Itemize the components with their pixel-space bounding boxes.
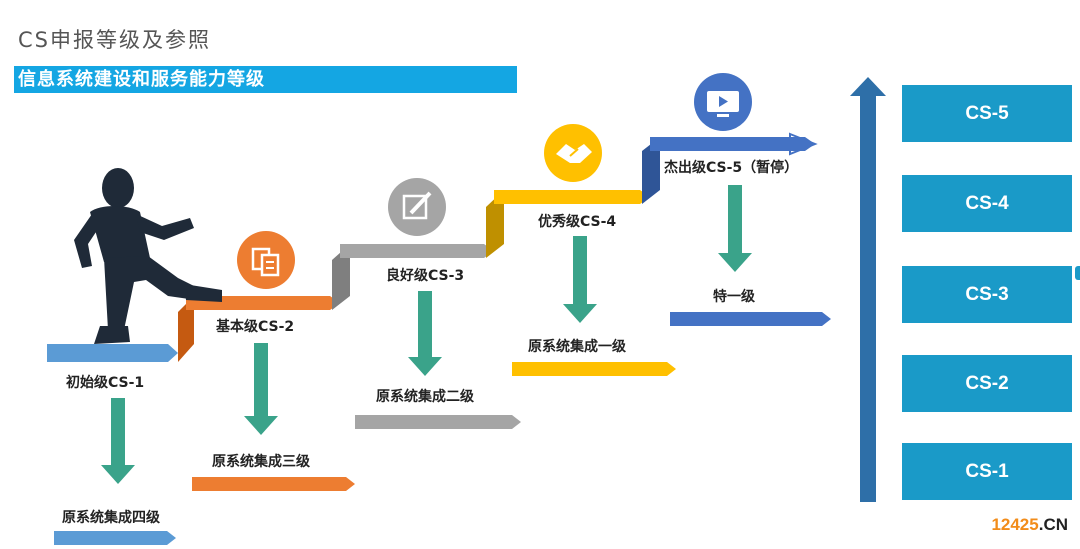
cs-level-box-3: CS-3	[902, 266, 1072, 323]
step-band-3	[340, 244, 494, 258]
down-arrow-1	[101, 398, 135, 484]
equiv-label-3: 原系统集成二级	[376, 389, 474, 405]
equiv-bar-5	[670, 312, 831, 326]
step-label-cs5: 杰出级CS-5（暂停）	[664, 160, 799, 176]
section-banner	[14, 66, 517, 93]
equiv-bar-3	[355, 415, 521, 429]
page-title: CS申报等级及参照	[18, 28, 211, 52]
equiv-bar-4	[512, 362, 676, 376]
step-riser-3	[332, 244, 350, 310]
step-band-5	[650, 137, 815, 151]
watermark-number: 12425	[991, 515, 1039, 534]
equiv-label-5: 特一级	[713, 289, 755, 305]
step-end-arrow	[789, 132, 818, 156]
handshake-icon	[544, 124, 602, 182]
step-band-2	[186, 296, 340, 310]
equiv-bar-1	[54, 531, 176, 545]
down-arrow-3	[408, 291, 442, 376]
cs-level-box-5: CS-5	[902, 85, 1072, 142]
equiv-label-1: 原系统集成四级	[62, 510, 160, 526]
step-riser-5	[642, 137, 660, 204]
step-label-cs1: 初始级CS-1	[66, 375, 145, 391]
cs-level-box-4: CS-4	[902, 175, 1072, 232]
step-band-1	[47, 344, 178, 362]
step-label-cs2: 基本级CS-2	[216, 319, 295, 335]
step-label-cs3: 良好级CS-3	[386, 268, 465, 284]
down-arrow-5	[718, 185, 752, 272]
banner-text: 信息系统建设和服务能力等级	[18, 69, 265, 90]
step-riser-4	[486, 190, 504, 258]
climbing-person-figure	[74, 168, 222, 344]
edit-note-icon	[388, 178, 446, 236]
step-band-4	[494, 190, 650, 204]
document-copy-icon	[237, 231, 295, 289]
equiv-bar-2	[192, 477, 355, 491]
watermark-tld: .CN	[1038, 515, 1068, 534]
cs-level-box-2: CS-2	[902, 355, 1072, 412]
down-arrow-4	[563, 236, 597, 323]
video-screen-icon	[694, 73, 752, 131]
down-arrow-2	[244, 343, 278, 435]
edge-marker	[1075, 266, 1080, 280]
equiv-label-2: 原系统集成三级	[212, 454, 310, 470]
cs-level-box-1: CS-1	[902, 443, 1072, 500]
step-label-cs4: 优秀级CS-4	[538, 214, 617, 230]
step-riser-2	[178, 296, 194, 362]
equiv-label-4: 原系统集成一级	[528, 339, 626, 355]
watermark-logo: 12425.CN	[991, 515, 1068, 535]
vertical-progress-arrow	[850, 77, 886, 502]
